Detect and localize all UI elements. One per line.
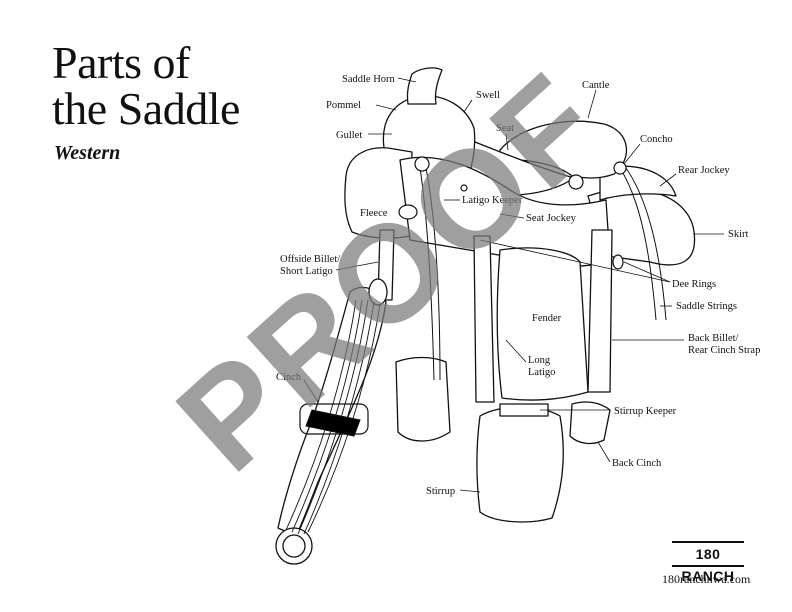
cinch-band xyxy=(305,409,361,437)
label-fender: Fender xyxy=(532,313,562,324)
dee-ring-front xyxy=(398,204,418,220)
cantle-shape xyxy=(499,120,628,179)
label-dee-rings: Dee Rings xyxy=(672,279,716,290)
brand-url: 180ranchnwa.com xyxy=(662,572,751,586)
label-saddle-strings: Saddle Strings xyxy=(676,301,737,312)
label-back-billet-line1: Back Billet/ xyxy=(688,333,739,344)
label-rear-jockey: Rear Jockey xyxy=(678,165,730,176)
stirrup-keeper-shape xyxy=(499,403,549,417)
title-line-2: the Saddle xyxy=(52,83,240,134)
label-cantle: Cantle xyxy=(582,80,610,91)
brand-logo: 180 RANCH xyxy=(672,541,744,584)
rear-jockey-shape xyxy=(599,165,677,201)
label-back-billet-line2: Rear Cinch Strap xyxy=(688,345,760,356)
label-fleece: Fleece xyxy=(360,208,388,219)
label-offside-billet-line2: Short Latigo xyxy=(280,266,333,277)
label-pommel: Pommel xyxy=(326,100,361,111)
label-cinch: Cinch xyxy=(276,372,302,383)
label-saddle-horn: Saddle Horn xyxy=(342,74,396,85)
label-stirrup-keeper: Stirrup Keeper xyxy=(614,406,677,417)
long-latigo-shape xyxy=(473,235,495,403)
concho-front xyxy=(414,156,430,172)
title-line-1: Parts of xyxy=(52,37,190,88)
near-stirrup-shape xyxy=(476,406,564,523)
label-seat-jockey: Seat Jockey xyxy=(526,213,577,224)
back-cinch-shape xyxy=(569,401,611,445)
label-offside-billet-line1: Offside Billet/ xyxy=(280,254,340,265)
label-gullet: Gullet xyxy=(336,130,362,141)
back-billet-shape xyxy=(587,229,613,393)
label-stirrup: Stirrup xyxy=(426,486,455,497)
fender-shape xyxy=(496,247,589,401)
label-long-latigo-line2: Latigo xyxy=(528,367,555,378)
label-long-latigo-line1: Long xyxy=(528,355,551,366)
page-title: Parts of the Saddle xyxy=(52,40,240,132)
cinch-ring-top xyxy=(368,278,388,306)
page-subtitle: Western xyxy=(54,142,121,164)
label-swell: Swell xyxy=(476,90,500,101)
concho-rear xyxy=(613,161,627,175)
dee-ring-rear xyxy=(612,254,624,270)
offside-stirrup-shape xyxy=(395,356,451,442)
saddle-horn-shape xyxy=(406,67,443,105)
label-seat: Seat xyxy=(496,123,514,134)
label-concho: Concho xyxy=(640,134,673,145)
label-back-cinch: Back Cinch xyxy=(612,458,662,469)
label-skirt: Skirt xyxy=(728,229,749,240)
label-latigo-keeper: Latigo Keeper xyxy=(462,195,523,206)
